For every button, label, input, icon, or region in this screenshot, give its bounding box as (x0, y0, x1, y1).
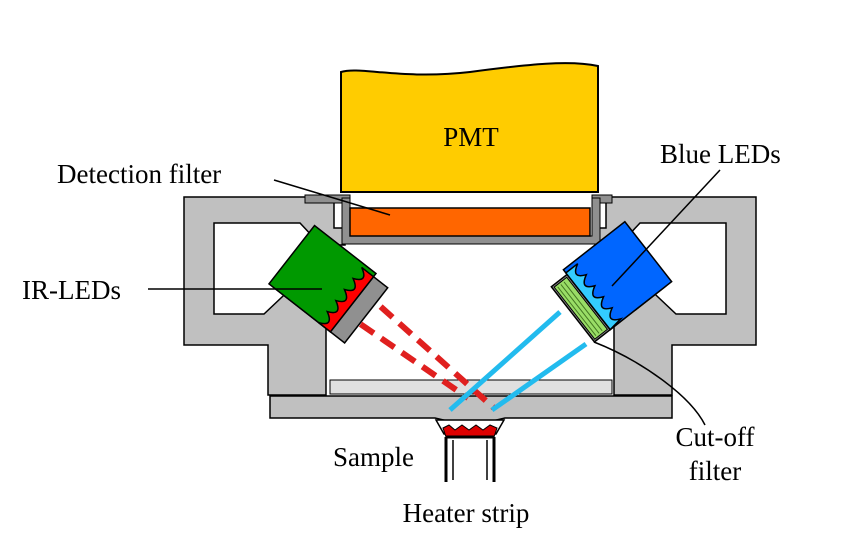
bottom-plate (269, 395, 673, 423)
blue-led-lenses (564, 263, 624, 331)
sample-label: Sample (333, 442, 414, 472)
detection-filter-label: Detection filter (57, 159, 221, 189)
cutoff-filter-label-line2: filter (689, 456, 741, 486)
pmt-body (340, 62, 599, 193)
detection-filter (349, 207, 591, 237)
cutoff-filter-label-line1: Cut-off (676, 422, 755, 452)
pmt-label: PMT (443, 122, 499, 152)
blue-leds-arrow (611, 169, 721, 287)
blue-leds-label: Blue LEDs (660, 139, 781, 169)
heater-inner (452, 440, 488, 480)
ir-led-assembly (267, 224, 389, 344)
heater-strip-label: Heater strip (403, 498, 530, 528)
cutoff-filter-hatching (557, 281, 603, 337)
ir-beam-2 (360, 287, 496, 411)
cutoff-filter-arrow (593, 341, 706, 426)
ir-beam-1 (338, 307, 470, 401)
detection-filter-arrow (273, 179, 391, 216)
heater-strip (444, 435, 496, 482)
ir-leds-label: IR-LEDs (22, 275, 121, 305)
blue-beam-1 (448, 310, 562, 412)
blue-beam-2 (490, 341, 588, 413)
ir-led-lenses (318, 266, 375, 333)
